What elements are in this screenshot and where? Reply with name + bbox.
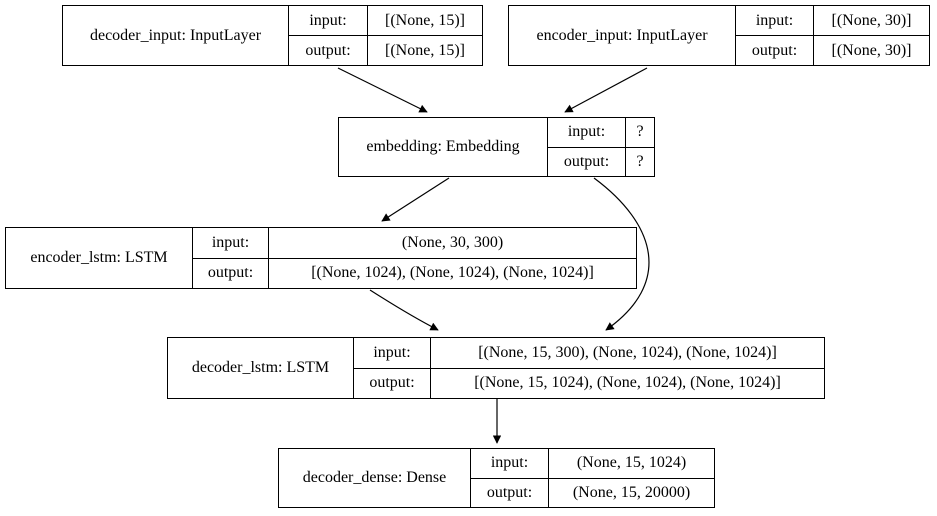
output-row: output: [(None, 30)] (736, 35, 929, 65)
output-shape: ? (636, 152, 644, 170)
output-shape: [(None, 30)] (831, 41, 912, 59)
io-table: input: [(None, 15, 300), (None, 1024), (… (353, 338, 824, 398)
io-table: input: (None, 30, 300) output: [(None, 1… (192, 228, 636, 288)
layer-title: encoder_lstm: LSTM (30, 249, 168, 266)
input-shape: [(None, 15)] (385, 11, 465, 29)
output-label: output: (193, 258, 269, 288)
input-label: input: (289, 6, 368, 35)
layer-title: embedding: Embedding (366, 138, 520, 155)
output-label: output: (736, 36, 814, 65)
layer-title: encoder_input: InputLayer (536, 26, 708, 44)
output-shape: [(None, 15, 1024), (None, 1024), (None, … (474, 374, 781, 392)
input-label: input: (471, 449, 549, 478)
output-row: output: [(None, 15, 1024), (None, 1024),… (354, 367, 824, 398)
output-row: output: ? (548, 146, 654, 176)
output-label: output: (289, 36, 368, 65)
output-shape: [(None, 1024), (None, 1024), (None, 1024… (311, 264, 594, 282)
edge-embedding-to-encoder-lstm (381, 177, 450, 222)
input-label: input: (193, 228, 269, 258)
input-shape: (None, 30, 300) (401, 233, 504, 251)
input-row: input: [(None, 30)] (736, 6, 929, 35)
node-encoder-input: encoder_input: InputLayer input: [(None,… (508, 5, 930, 66)
input-row: input: (None, 15, 1024) (471, 449, 714, 478)
node-decoder-lstm: decoder_lstm: LSTM input: [(None, 15, 30… (167, 337, 825, 399)
input-shape: [(None, 30)] (831, 11, 912, 29)
node-encoder-lstm: encoder_lstm: LSTM input: (None, 30, 300… (5, 227, 637, 289)
node-embedding: embedding: Embedding input: ? output: ? (338, 117, 655, 177)
node-decoder-dense: decoder_dense: Dense input: (None, 15, 1… (278, 448, 715, 508)
input-label: input: (736, 6, 814, 35)
input-shape: ? (636, 123, 644, 141)
output-row: output: [(None, 1024), (None, 1024), (No… (193, 257, 636, 288)
io-table: input: ? output: ? (547, 118, 654, 176)
io-table: input: [(None, 30)] output: [(None, 30)] (735, 6, 929, 65)
layer-title: decoder_dense: Dense (302, 469, 447, 486)
node-decoder-input: decoder_input: InputLayer input: [(None,… (62, 5, 483, 66)
output-shape: (None, 15, 20000) (572, 483, 691, 501)
input-shape: (None, 15, 1024) (576, 454, 687, 472)
output-row: output: (None, 15, 20000) (471, 477, 714, 507)
input-row: input: [(None, 15, 300), (None, 1024), (… (354, 338, 824, 368)
edge-decoder-input-to-embedding (337, 67, 428, 113)
io-table: input: [(None, 15)] output: [(None, 15)] (288, 6, 482, 65)
input-row: input: ? (548, 118, 654, 147)
input-row: input: (None, 30, 300) (193, 228, 636, 258)
output-row: output: [(None, 15)] (289, 35, 482, 65)
input-label: input: (354, 338, 431, 368)
output-label: output: (354, 368, 431, 398)
output-shape: [(None, 15)] (385, 41, 465, 59)
input-shape: [(None, 15, 300), (None, 1024), (None, 1… (478, 343, 777, 361)
edge-encoder-input-to-embedding (564, 67, 648, 113)
output-label: output: (548, 147, 626, 176)
io-table: input: (None, 15, 1024) output: (None, 1… (470, 449, 714, 507)
layer-title: decoder_lstm: LSTM (191, 359, 330, 376)
layer-title: decoder_input: InputLayer (89, 26, 262, 44)
edge-encoder-lstm-to-decoder-lstm (369, 289, 439, 331)
input-label: input: (548, 118, 626, 147)
output-label: output: (471, 478, 549, 507)
input-row: input: [(None, 15)] (289, 6, 482, 35)
